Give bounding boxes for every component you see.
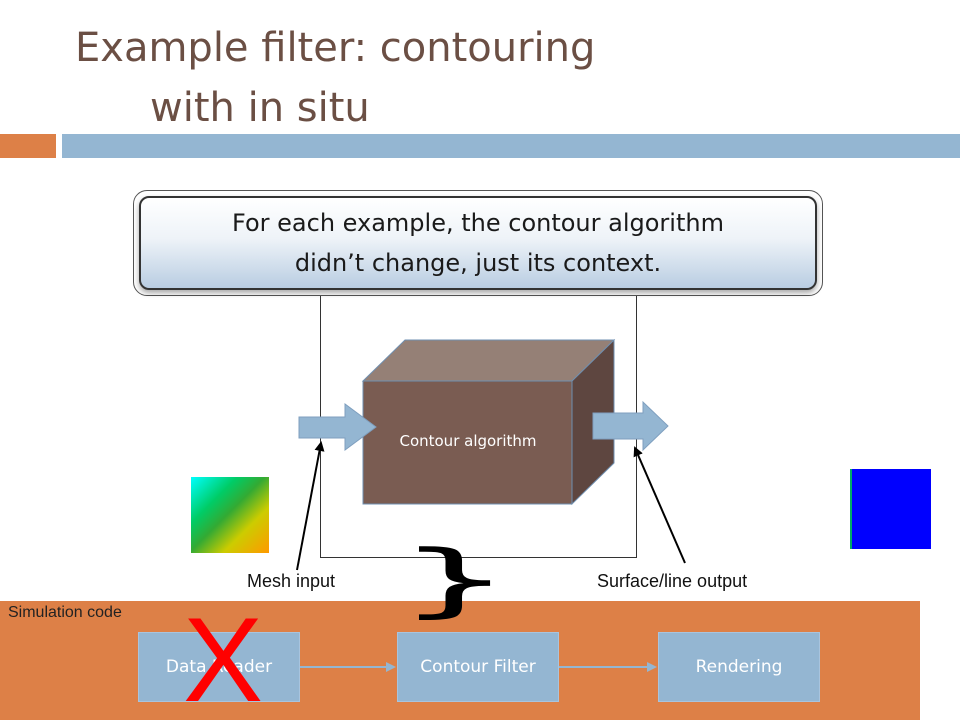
surface-output-pointer [633, 446, 686, 564]
title-line-2: with in situ [150, 85, 370, 131]
callout-box: For each example, the contour algorithm … [133, 190, 823, 296]
mesh-input-label: Mesh input [247, 571, 336, 591]
title-accent-bar-blue [62, 134, 960, 158]
cross-out-mark: X [183, 593, 264, 727]
rendering-box: Rendering [658, 632, 820, 702]
simulation-panel: Data Reader Contour Filter Rendering [0, 601, 920, 720]
mesh-input-pointer [296, 441, 325, 571]
input-arrow [298, 403, 377, 451]
mesh-input-image [191, 477, 269, 553]
title-accent-bar-orange [0, 134, 56, 158]
callout-inner: For each example, the contour algorithm … [139, 196, 817, 290]
brace-symbol: } [396, 533, 514, 626]
cube-label: Contour algorithm [399, 432, 537, 450]
output-arrow [592, 400, 669, 452]
simulation-code-label: Simulation code [8, 604, 122, 621]
cube-front-face [362, 380, 573, 505]
slide-title: Example filter: contouring with in situ [75, 18, 775, 138]
surface-output-image [850, 469, 931, 549]
callout-text: For each example, the contour algorithm … [232, 209, 724, 277]
data-reader-box: Data Reader [138, 632, 300, 702]
surface-output-label: Surface/line output [597, 571, 748, 591]
title-line-1: Example filter: contouring [75, 25, 596, 71]
contour-filter-box: Contour Filter [397, 632, 559, 702]
